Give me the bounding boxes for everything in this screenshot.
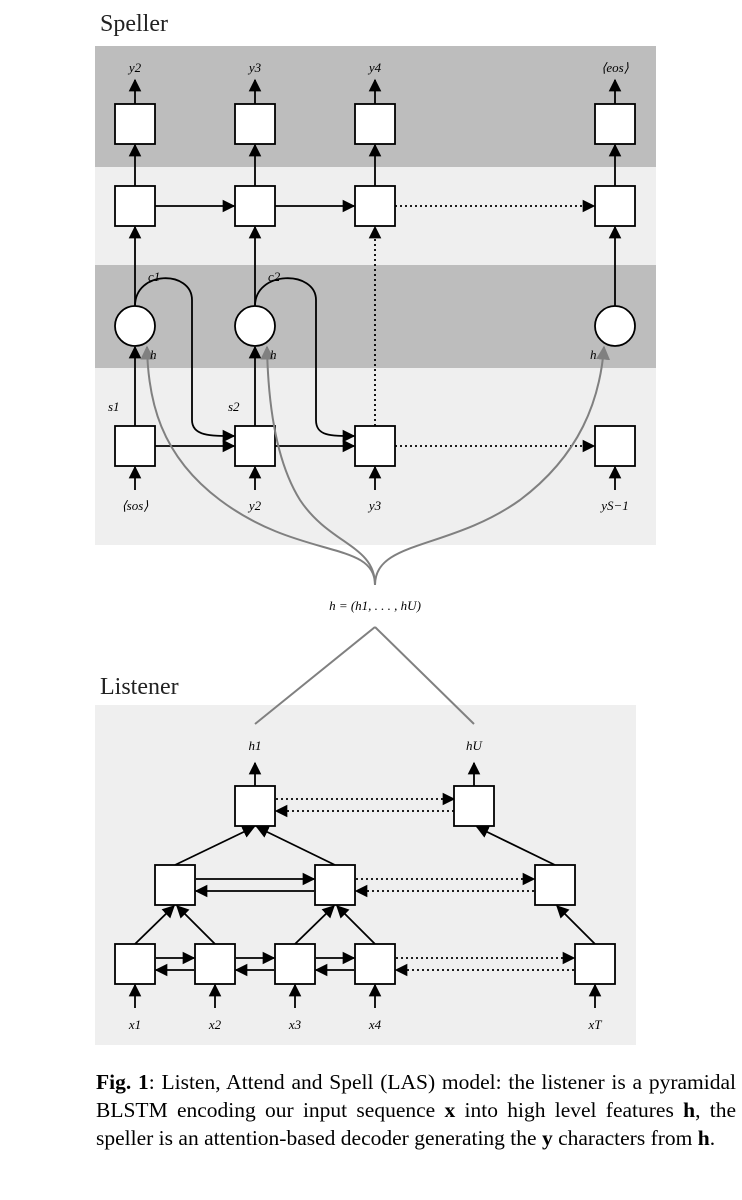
listener-output-label: hU — [466, 738, 484, 753]
speller-context-labels: c1 c2 — [148, 269, 281, 284]
listener-output-label: h1 — [249, 738, 262, 753]
caption-text: , the speller is an attention-based deco… — [96, 1098, 736, 1150]
attention-h-label: h — [590, 347, 597, 362]
caption-text: : Listen, Attend and Spell (LAS) model: … — [96, 1070, 737, 1122]
caption-var: h — [683, 1098, 696, 1122]
figure-caption: Fig. 1: Listen, Attend and Spell (LAS) m… — [96, 1068, 736, 1152]
speller-input-label: ⟨sos⟩ — [122, 498, 149, 513]
listener-input-label: x1 — [128, 1017, 141, 1032]
attention-h-label: h — [150, 347, 157, 362]
speller-input-label: y2 — [247, 498, 262, 513]
listener-input-label: x4 — [368, 1017, 382, 1032]
speller-input-label: yS−1 — [599, 498, 629, 513]
encoded-sequence-label: h = (h1, . . . , hU) — [329, 598, 421, 613]
listener-input-label: xT — [588, 1017, 603, 1032]
listener-input-label: x3 — [288, 1017, 302, 1032]
caption-var: h — [697, 1126, 710, 1150]
encoder-connector — [254, 626, 475, 725]
las-diagram: y2 y3 y4 ⟨eos⟩ c1 c2 h h h s1 s2 ⟨sos⟩ y… — [95, 46, 656, 1045]
speller-output-label: y3 — [247, 60, 262, 75]
listener-title: Listener — [100, 674, 179, 700]
speller-attention-links — [128, 225, 622, 443]
context-label: c1 — [148, 269, 160, 284]
speller-title: Speller — [100, 11, 168, 37]
context-label: c2 — [268, 269, 281, 284]
listener-input-labels: x1 x2 x3 x4 xT — [128, 1017, 602, 1032]
speller-state-boxes — [114, 345, 636, 490]
state-label: s1 — [108, 399, 120, 414]
speller-state-labels: s1 s2 — [108, 399, 240, 414]
listener-layers — [114, 761, 616, 1008]
state-label: s2 — [228, 399, 240, 414]
speller-output-arrows — [128, 78, 622, 186]
figure-label: Fig. 1 — [96, 1070, 149, 1094]
speller-output-label: ⟨eos⟩ — [601, 60, 628, 75]
speller-attention-circles — [114, 305, 636, 347]
attention-curves — [140, 345, 611, 586]
caption-var: y — [541, 1126, 553, 1150]
listener-output-labels: h1 hU — [249, 738, 484, 753]
speller-h-labels: h h h — [150, 347, 597, 362]
speller-output-label: y2 — [127, 60, 142, 75]
speller-input-label: y3 — [367, 498, 382, 513]
caption-var: x — [444, 1098, 456, 1122]
speller-hidden-boxes — [114, 185, 636, 227]
caption-text: characters from — [552, 1126, 698, 1150]
speller-output-boxes — [114, 103, 636, 145]
speller-output-label: y4 — [367, 60, 382, 75]
listener-input-label: x2 — [208, 1017, 222, 1032]
speller-output-labels: y2 y3 y4 ⟨eos⟩ — [127, 60, 629, 75]
speller-input-labels: ⟨sos⟩ y2 y3 yS−1 — [122, 498, 629, 513]
caption-text: . — [709, 1126, 716, 1150]
caption-text: into high level features — [455, 1098, 684, 1122]
attention-h-label: h — [270, 347, 277, 362]
